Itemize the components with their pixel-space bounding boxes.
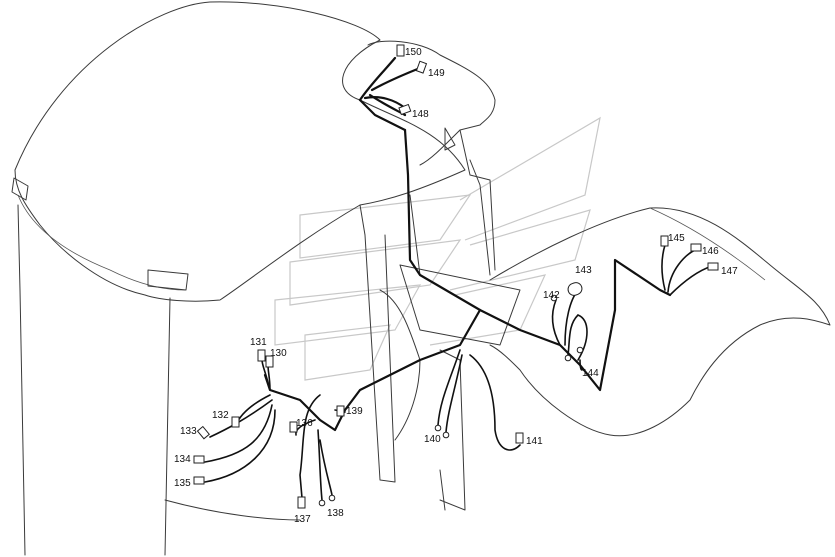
callout-133: 133 [180,426,197,437]
callout-150: 150 [405,47,422,58]
callout-139: 139 [346,406,363,417]
main-harness [263,56,672,432]
callout-145: 145 [668,233,685,244]
callout-labels: 130 131 132 133 134 135 136 137 138 139 … [174,47,738,525]
callout-138: 138 [327,508,344,519]
callout-134: 134 [174,454,191,465]
harness-branches [204,244,713,501]
callout-130: 130 [270,348,287,359]
callout-131: 131 [250,337,267,348]
callout-141: 141 [526,436,543,447]
callout-135: 135 [174,478,191,489]
callout-132: 132 [212,410,229,421]
callout-142: 142 [543,290,560,301]
callout-148: 148 [412,109,429,120]
callout-136: 136 [296,418,313,429]
callout-140: 140 [424,434,441,445]
callout-146: 146 [702,246,719,257]
callout-144: 144 [582,368,599,379]
callout-149: 149 [428,68,445,79]
callout-143: 143 [575,265,592,276]
callout-147: 147 [721,266,738,277]
callout-137: 137 [294,514,311,525]
connectors [193,44,719,509]
cab-body [11,1,831,556]
